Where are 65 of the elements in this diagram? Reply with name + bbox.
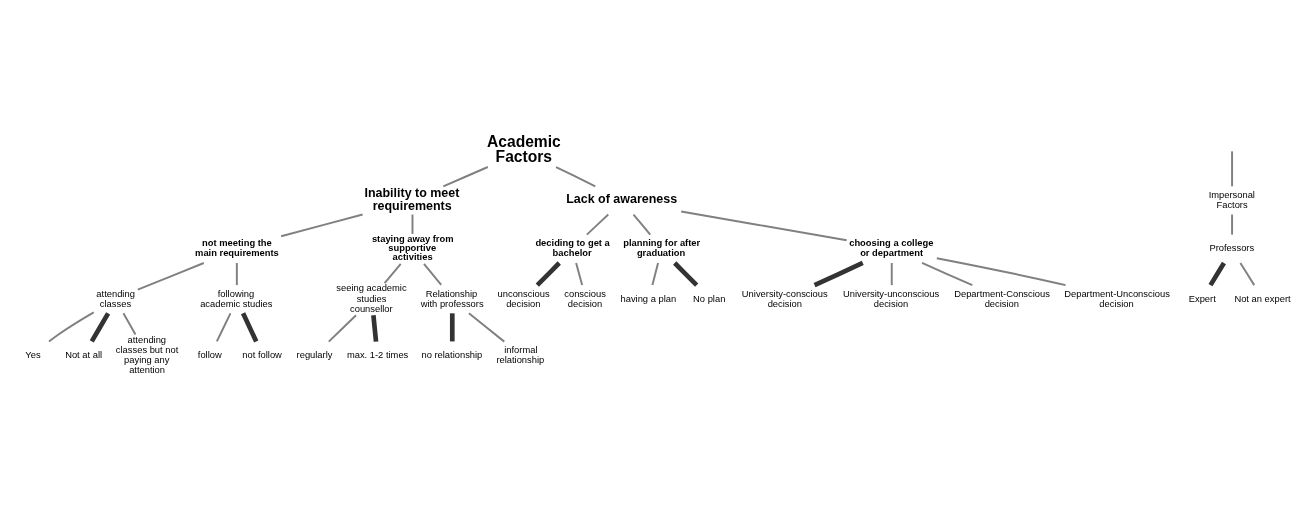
connector [1239,261,1256,286]
connector [240,311,259,342]
connector [449,312,455,341]
node-text: planning for after graduation [623,237,701,258]
connector [555,165,597,187]
node-text: max. 1-2 times [346,349,409,360]
node-text: no relationship [421,349,483,360]
node-text: attending classes [96,288,135,309]
node-text: not meeting the main requirements [195,237,279,258]
node-text: deciding to get a bachelor [535,237,610,258]
connector [680,210,848,241]
connector [280,213,364,237]
connector [813,260,864,287]
connector [575,261,584,286]
node-text: Not at all [65,349,103,360]
connector [411,213,414,235]
connector [89,311,111,343]
connector [1208,261,1226,286]
node-text: Academic Factors [487,132,561,165]
node-text: seeing academic studies counsellor [336,282,407,314]
connector [535,260,561,287]
node-text: Department-Unconscious decision [1064,288,1170,309]
connector [327,313,357,343]
connector [673,260,699,287]
connector [136,261,205,291]
node-text: attending classes but not paying any attention [115,334,179,375]
connector [442,165,489,187]
connector [651,261,660,286]
node-text: Lack of awareness [566,191,678,206]
connector [371,314,379,342]
connector [632,213,652,236]
connector [467,311,506,343]
node-text: not follow [242,349,282,360]
connector [48,310,95,343]
node-text: informal relationship [496,344,545,365]
node-text: staying away from supportive activities [371,233,454,262]
node-text: having a plan [620,293,677,304]
connector [1231,213,1234,236]
connector [921,261,974,286]
node-text: University-conscious decision [741,288,828,309]
connector [935,256,1067,286]
node-text: Not an expert [1234,293,1291,304]
node-text: follow [197,349,222,360]
connector [1231,149,1234,187]
node-text: No plan [693,293,726,304]
node-text: regularly [296,349,333,360]
node-text: Relationship with professors [420,288,484,309]
node-text: Department-Conscious decision [954,288,1050,309]
node-text: conscious decision [564,288,606,309]
node-text: Professors [1209,242,1255,253]
connector [585,213,610,236]
connector [235,261,238,286]
connector [215,311,232,342]
connector [890,261,893,286]
connector [122,311,137,335]
connector [423,262,443,286]
node-text: Expert [1188,293,1216,304]
connector [383,262,402,284]
node-text: University-unconscious decision [842,288,940,309]
node-text: Yes [25,349,41,360]
node-text: Inability to meet requirements [364,185,460,213]
node-text: following academic studies [200,288,273,309]
node-text: choosing a college or department [849,237,934,258]
node-text: Impersonal Factors [1208,189,1255,210]
node-text: unconscious decision [497,288,550,309]
